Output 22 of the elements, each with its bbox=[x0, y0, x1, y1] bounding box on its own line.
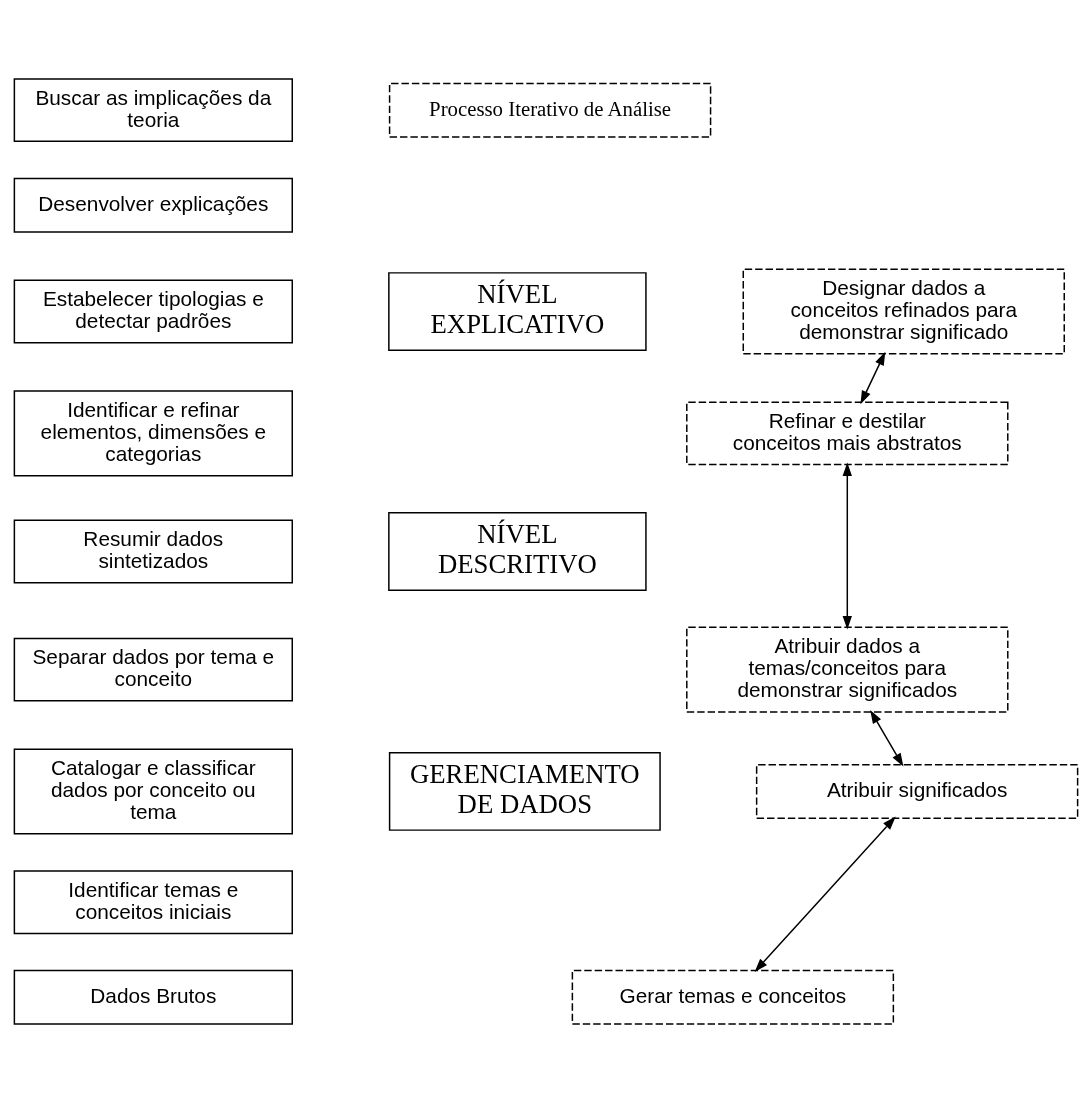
node-box: GERENCIAMENTO DE DADOS bbox=[388, 752, 661, 831]
node-box: Separar dados por tema e conceito bbox=[13, 637, 293, 702]
node-box: Estabelecer tipologias e detectar padrões bbox=[13, 279, 293, 344]
node-box: Buscar as implicações da teoria bbox=[13, 78, 293, 143]
node-box: Refinar e destilar conceitos mais abstratos bbox=[686, 401, 1009, 466]
arrow bbox=[860, 351, 886, 405]
node-box: Processo Iterativo de Análise bbox=[388, 82, 712, 138]
node-box: Designar dados a conceitos refinados para demonstrar significado bbox=[742, 268, 1065, 355]
arrow bbox=[842, 462, 852, 630]
node-box: NÍVEL EXPLICATIVO bbox=[388, 272, 647, 351]
arrow bbox=[870, 710, 904, 767]
node-box: Catalogar e classificar dados por conceito ou tema bbox=[13, 748, 293, 835]
node-box: Dados Brutos bbox=[13, 969, 293, 1025]
node-box: Resumir dados sintetizados bbox=[13, 519, 293, 584]
node-box: Atribuir significados bbox=[755, 764, 1079, 819]
node-box: NÍVEL DESCRITIVO bbox=[388, 512, 647, 591]
node-box: Gerar temas e conceitos bbox=[571, 969, 895, 1025]
node-box: Desenvolver explicações bbox=[13, 177, 293, 233]
arrow bbox=[754, 816, 896, 972]
node-box: Atribuir dados a temas/conceitos para demonstrar significados bbox=[686, 626, 1009, 713]
node-box: Identificar e refinar elementos, dimensões e categorias bbox=[13, 390, 293, 477]
node-box: Identificar temas e conceitos iniciais bbox=[13, 870, 293, 935]
